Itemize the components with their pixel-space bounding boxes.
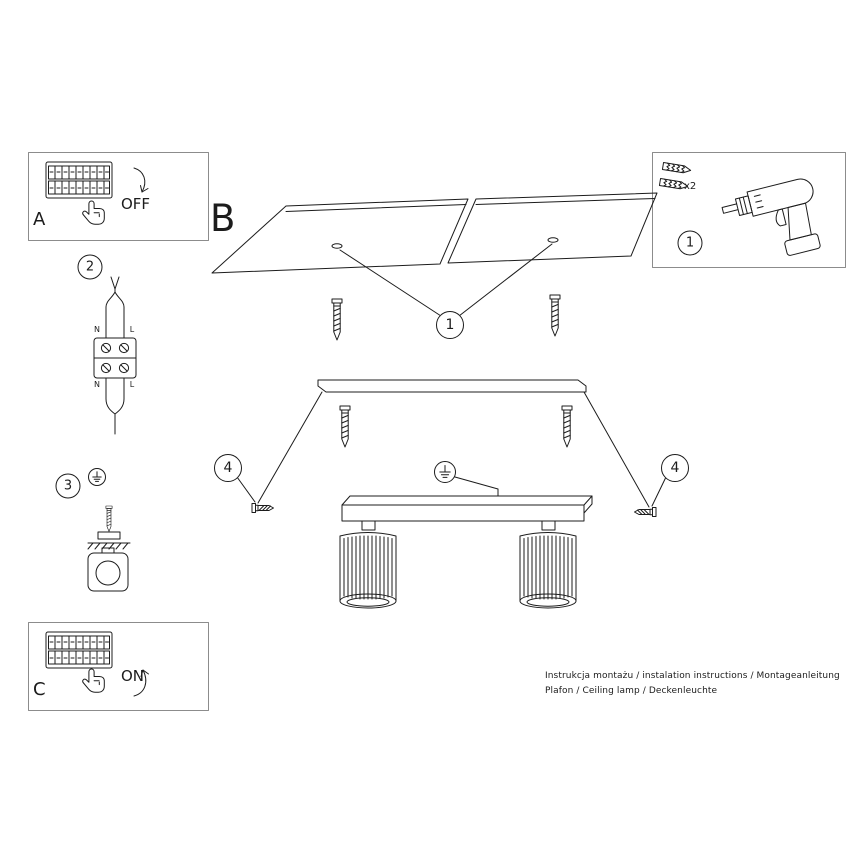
step-b-label: B	[210, 197, 236, 240]
step-1-balloon-main: 1	[436, 311, 464, 339]
wiring-diagram	[93, 276, 137, 435]
step-a-label: A	[33, 209, 46, 230]
wire-l-label-top: L	[129, 325, 135, 334]
footer-line-2: Plafon / Ceiling lamp / Deckenleuchte	[545, 686, 718, 696]
ceiling-lamp	[339, 495, 593, 609]
box-c-frame	[28, 622, 209, 711]
leader-line	[236, 476, 256, 503]
wire-n-label-top: N	[94, 325, 100, 334]
hand-icon	[82, 200, 105, 225]
screw-icon	[561, 405, 573, 448]
side-screw-right-icon	[634, 507, 657, 517]
on-label: ON	[121, 667, 145, 685]
leader-line	[339, 249, 442, 317]
step-4-balloon-left: 4	[214, 454, 242, 482]
leader-line	[651, 476, 667, 507]
leader-line	[458, 243, 553, 317]
off-arrow-icon	[133, 167, 149, 193]
mounting-bracket	[317, 379, 587, 393]
off-label: OFF	[121, 195, 151, 213]
step-1-balloon-kit: 1	[677, 230, 703, 256]
ground-wire-leader	[454, 476, 499, 497]
guide-line	[257, 391, 323, 504]
drill-icon	[721, 178, 821, 256]
ground-clamp	[87, 505, 131, 592]
ground-symbol-icon	[434, 461, 456, 483]
guide-line	[583, 391, 650, 508]
screw-icon	[549, 294, 561, 337]
kit-box-frame	[652, 152, 846, 268]
breaker-panel-icon	[45, 161, 113, 199]
anchor-qty-label: x2	[684, 181, 697, 192]
step-c-label: C	[33, 679, 46, 700]
screw-icon	[339, 405, 351, 448]
wire-l-label-bottom: L	[129, 380, 135, 389]
wall-plug-icon	[661, 162, 692, 175]
side-screw-left-icon	[251, 503, 274, 513]
step-3-balloon: 3	[55, 473, 81, 499]
ceiling-panels	[211, 192, 658, 274]
breaker-panel-icon	[45, 631, 113, 669]
hand-icon	[82, 668, 105, 693]
wire-n-label-bottom: N	[94, 380, 100, 389]
step-2-balloon: 2	[77, 254, 103, 280]
on-arrow-icon	[133, 669, 149, 697]
ground-symbol-small-icon	[88, 468, 106, 486]
footer-line-1: Instrukcja montażu / instalation instruc…	[545, 671, 840, 681]
screw-icon	[331, 298, 343, 341]
box-a-frame	[28, 152, 209, 241]
step-4-balloon-right: 4	[661, 454, 689, 482]
